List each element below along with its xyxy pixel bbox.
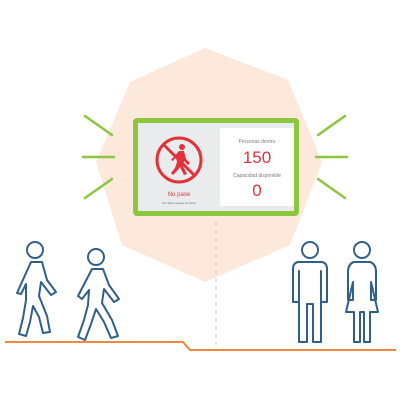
occupancy-display-screen: No pase Por favor espere su turno Person…: [133, 118, 299, 216]
status-panel: No pase Por favor espere su turno: [143, 128, 215, 206]
people-inside-count: 150: [242, 148, 272, 167]
standing-woman-icon: [345, 241, 379, 343]
ground-line: [5, 341, 396, 351]
status-label: No pase: [167, 192, 191, 198]
alert-rays-left: [81, 114, 116, 200]
capacity-label: Capacidad disponible: [233, 173, 281, 179]
walking-person-1-icon: [16, 241, 57, 337]
capacity-count: 0: [252, 181, 262, 200]
no-pedestrian-icon: [155, 136, 203, 184]
alert-rays-right: [314, 114, 349, 200]
people-inside-label: Personas dentro: [238, 139, 276, 145]
status-subtext: Por favor espere su turno: [162, 201, 196, 205]
standing-man-icon: [292, 241, 328, 343]
counter-panel: Personas dentro 150 Capacidad disponible…: [220, 128, 294, 206]
walking-person-2-icon: [77, 248, 120, 341]
